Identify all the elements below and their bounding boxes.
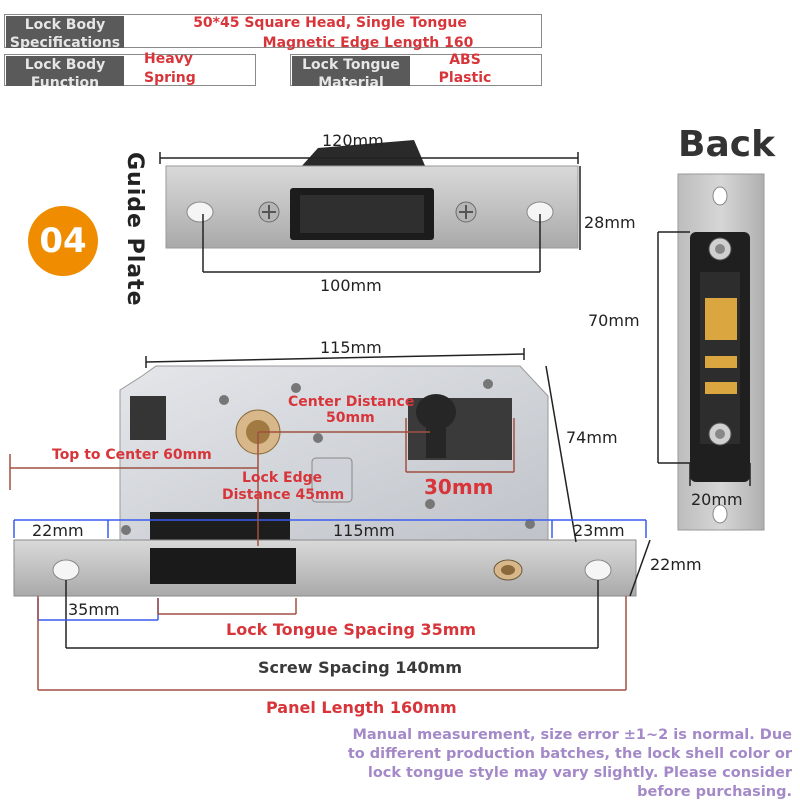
measurement-note: Manual measurement, size error ±1~2 is n… — [347, 727, 792, 800]
cylinder-size: 30mm — [424, 475, 494, 499]
spec-label-function-text: Lock Body Function — [24, 57, 106, 86]
middle-segment: 115mm — [333, 521, 395, 540]
right-segment: 23mm — [573, 521, 625, 540]
center-distance-value: 50mm — [326, 410, 375, 426]
lock-edge-value: Distance 45mm — [222, 487, 345, 503]
spec-label-body-text: Lock Body Specifications — [9, 17, 121, 48]
lock-body-height: 74mm — [566, 428, 618, 447]
panel-length: Panel Length 160mm — [266, 698, 457, 717]
spec-label-material: Lock Tongue Material — [292, 56, 410, 86]
spec-label-material-text: Lock Tongue Material — [302, 57, 400, 86]
spec-value-material-line1: ABS — [449, 52, 481, 68]
lock-body-dimensions — [65, 348, 651, 649]
guide-plate-title: Guide Plate — [122, 152, 147, 307]
back-view-drawing — [657, 173, 765, 531]
lock-edge-label: Lock Edge — [242, 470, 323, 486]
tongue-spacing: Lock Tongue Spacing 35mm — [226, 620, 477, 639]
back-height: 70mm — [588, 311, 640, 330]
spec-value-body-line1: 50*45 Square Head, Single Tongue — [193, 15, 467, 31]
section-number-badge: 04 — [28, 206, 98, 276]
top-to-center: Top to Center 60mm — [52, 447, 212, 463]
section-number-text: 04 — [39, 221, 87, 261]
guide-plate-height: 28mm — [584, 213, 636, 232]
panel-height: 22mm — [650, 555, 702, 574]
screw-spacing: Screw Spacing 140mm — [258, 658, 462, 677]
back-title: Back — [678, 124, 776, 165]
spec-label-function: Lock Body Function — [6, 56, 124, 86]
left-segment: 22mm — [32, 521, 84, 540]
guide-plate-hole-spacing: 100mm — [320, 276, 382, 295]
guide-plate-drawing — [159, 140, 581, 273]
guide-plate-width: 120mm — [322, 131, 384, 150]
brown-dimensions — [9, 418, 627, 691]
spec-value-function-line1: Heavy — [144, 51, 193, 67]
lock-body-width: 115mm — [320, 338, 382, 357]
tongue-offset: 35mm — [68, 600, 120, 619]
center-distance-label: Center Distance — [288, 394, 415, 410]
spec-value-material-line2: Plastic — [438, 70, 492, 86]
spec-label-body: Lock Body Specifications — [6, 16, 124, 48]
back-width: 20mm — [691, 490, 743, 509]
spec-value-function-line2: Spring — [144, 70, 196, 86]
spec-value-body-line2: Magnetic Edge Length 160 — [262, 35, 474, 51]
lock-body-drawing — [13, 365, 637, 597]
